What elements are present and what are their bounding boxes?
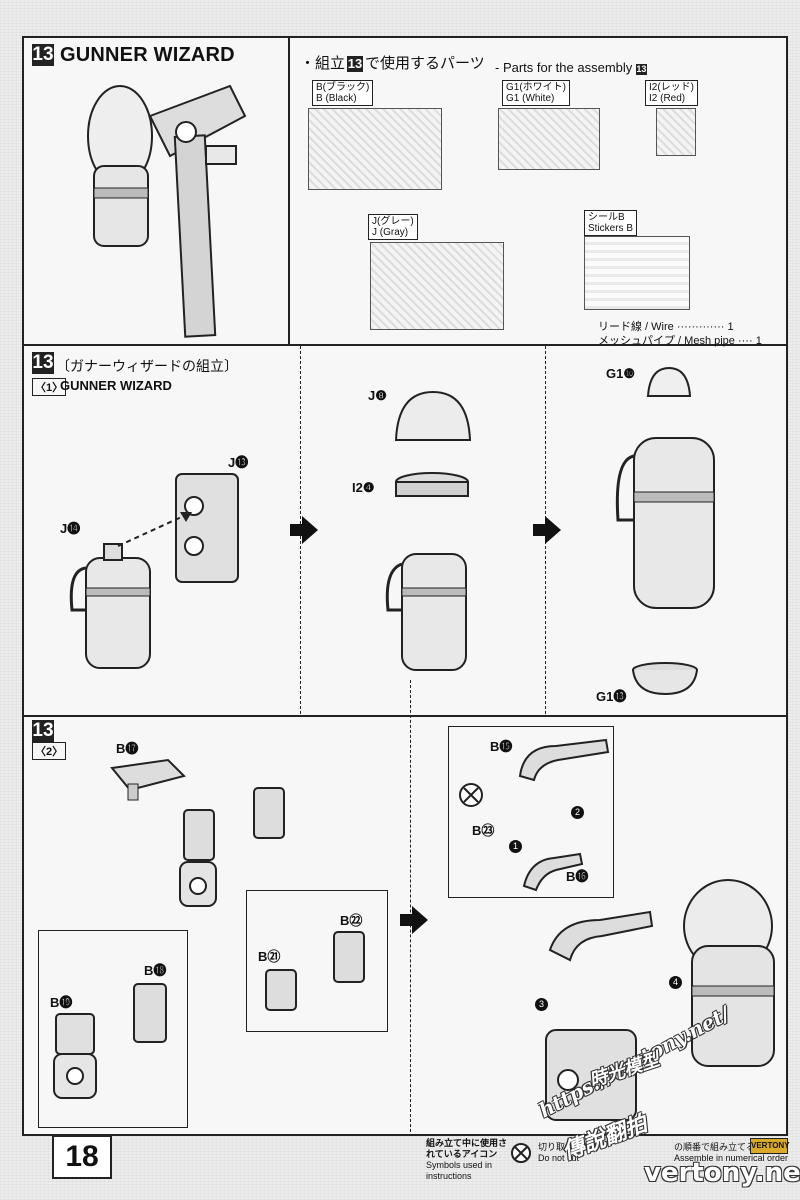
part-connector	[253, 787, 285, 839]
part-label-b: B(ブラック)B (Black)	[312, 80, 374, 106]
tank-shell-j13	[175, 473, 239, 583]
part-b16	[522, 852, 584, 892]
step-badge-4: 4	[669, 976, 682, 989]
parts-heading-suffix: で使用するパーツ	[365, 55, 485, 72]
watermark-site: vertony.net	[644, 1158, 800, 1188]
substep2-number: 13	[32, 720, 54, 742]
part-b21	[265, 969, 297, 1011]
step-badge-2: 2	[571, 806, 584, 819]
step-number: 13	[32, 44, 54, 66]
part-label-i2: I2(レッド)I2 (Red)	[645, 80, 698, 106]
label-j14: J⓮	[60, 521, 81, 536]
label-b18: B⓲	[144, 963, 167, 978]
step-title: GUNNER WIZARD	[60, 44, 235, 66]
final-arm-assembly	[545, 910, 654, 1121]
tank-assembly-stage2	[385, 553, 467, 671]
label-b23: B㉓	[472, 823, 495, 838]
mesh-pipe-line: メッシュパイプ / Mesh pipe ···· 1	[598, 335, 762, 347]
label-j8: J❽	[368, 388, 387, 403]
next-arrow-1	[290, 516, 318, 544]
label-j13: J⓭	[228, 455, 249, 470]
part-label-g1: G1(ホワイト)G1 (White)	[502, 80, 570, 106]
ring-i24	[395, 472, 469, 497]
next-arrow-2	[533, 516, 561, 544]
label-b22: B㉒	[340, 913, 363, 928]
substep1-number: 13	[32, 352, 54, 374]
step-badge-3: 3	[535, 998, 548, 1011]
label-g113: G1⓭	[596, 689, 627, 704]
do-not-cut-icon	[459, 783, 483, 807]
substep1-title-en: GUNNER WIZARD	[60, 378, 172, 393]
step-badge-1: 1	[509, 840, 522, 853]
sprue-b	[308, 108, 442, 190]
label-g110: G1❿	[606, 366, 635, 381]
substep2-tag: 〈2〉	[32, 742, 67, 760]
label-b21: B㉑	[258, 949, 281, 964]
substep1-tag: 〈1〉	[32, 378, 67, 396]
label-i24: I2❹	[352, 480, 375, 495]
label-b17: B⓱	[116, 741, 139, 756]
parts-heading-text: ・組立	[300, 55, 346, 72]
parts-step-badge: 13	[347, 56, 364, 72]
part-b18	[133, 983, 167, 1043]
assembly-arrow-j14	[117, 512, 192, 547]
page-number: 18	[52, 1135, 112, 1179]
part-label-j: J(グレー)J (Gray)	[368, 214, 418, 240]
part-b15	[518, 738, 610, 782]
sprue-g1	[498, 108, 600, 170]
next-arrow-3	[400, 906, 428, 934]
sticker-sheet	[584, 236, 690, 310]
part-b19	[53, 1013, 97, 1099]
wire-line: リード線 / Wire ············· 1	[598, 321, 734, 333]
substep1-title-jp: 〔ガナーウィザードの組立〕	[56, 358, 238, 374]
gunner-wizard-illustration	[87, 84, 247, 338]
label-b19: B⓳	[50, 995, 73, 1010]
part-b22	[333, 931, 365, 983]
tank-assembly-stage3	[615, 437, 715, 609]
legend-do-not-cut-icon	[511, 1143, 531, 1163]
label-b15: B⓯	[490, 739, 513, 754]
dome-cap-j8	[394, 390, 472, 441]
dome-cap-g110	[646, 366, 692, 397]
sprue-i2	[656, 108, 696, 156]
part-hinge-stack	[179, 809, 217, 907]
final-tank-assembly	[683, 879, 775, 1067]
tank-body-j14	[69, 543, 151, 669]
parts-heading-en: - Parts for the assembly 13	[495, 60, 647, 75]
base-cup-g113	[632, 662, 698, 696]
label-b16: B⓰	[566, 869, 589, 884]
sprue-j	[370, 242, 504, 330]
part-b17	[110, 758, 186, 801]
vertony-badge: VERTONY	[750, 1138, 790, 1154]
